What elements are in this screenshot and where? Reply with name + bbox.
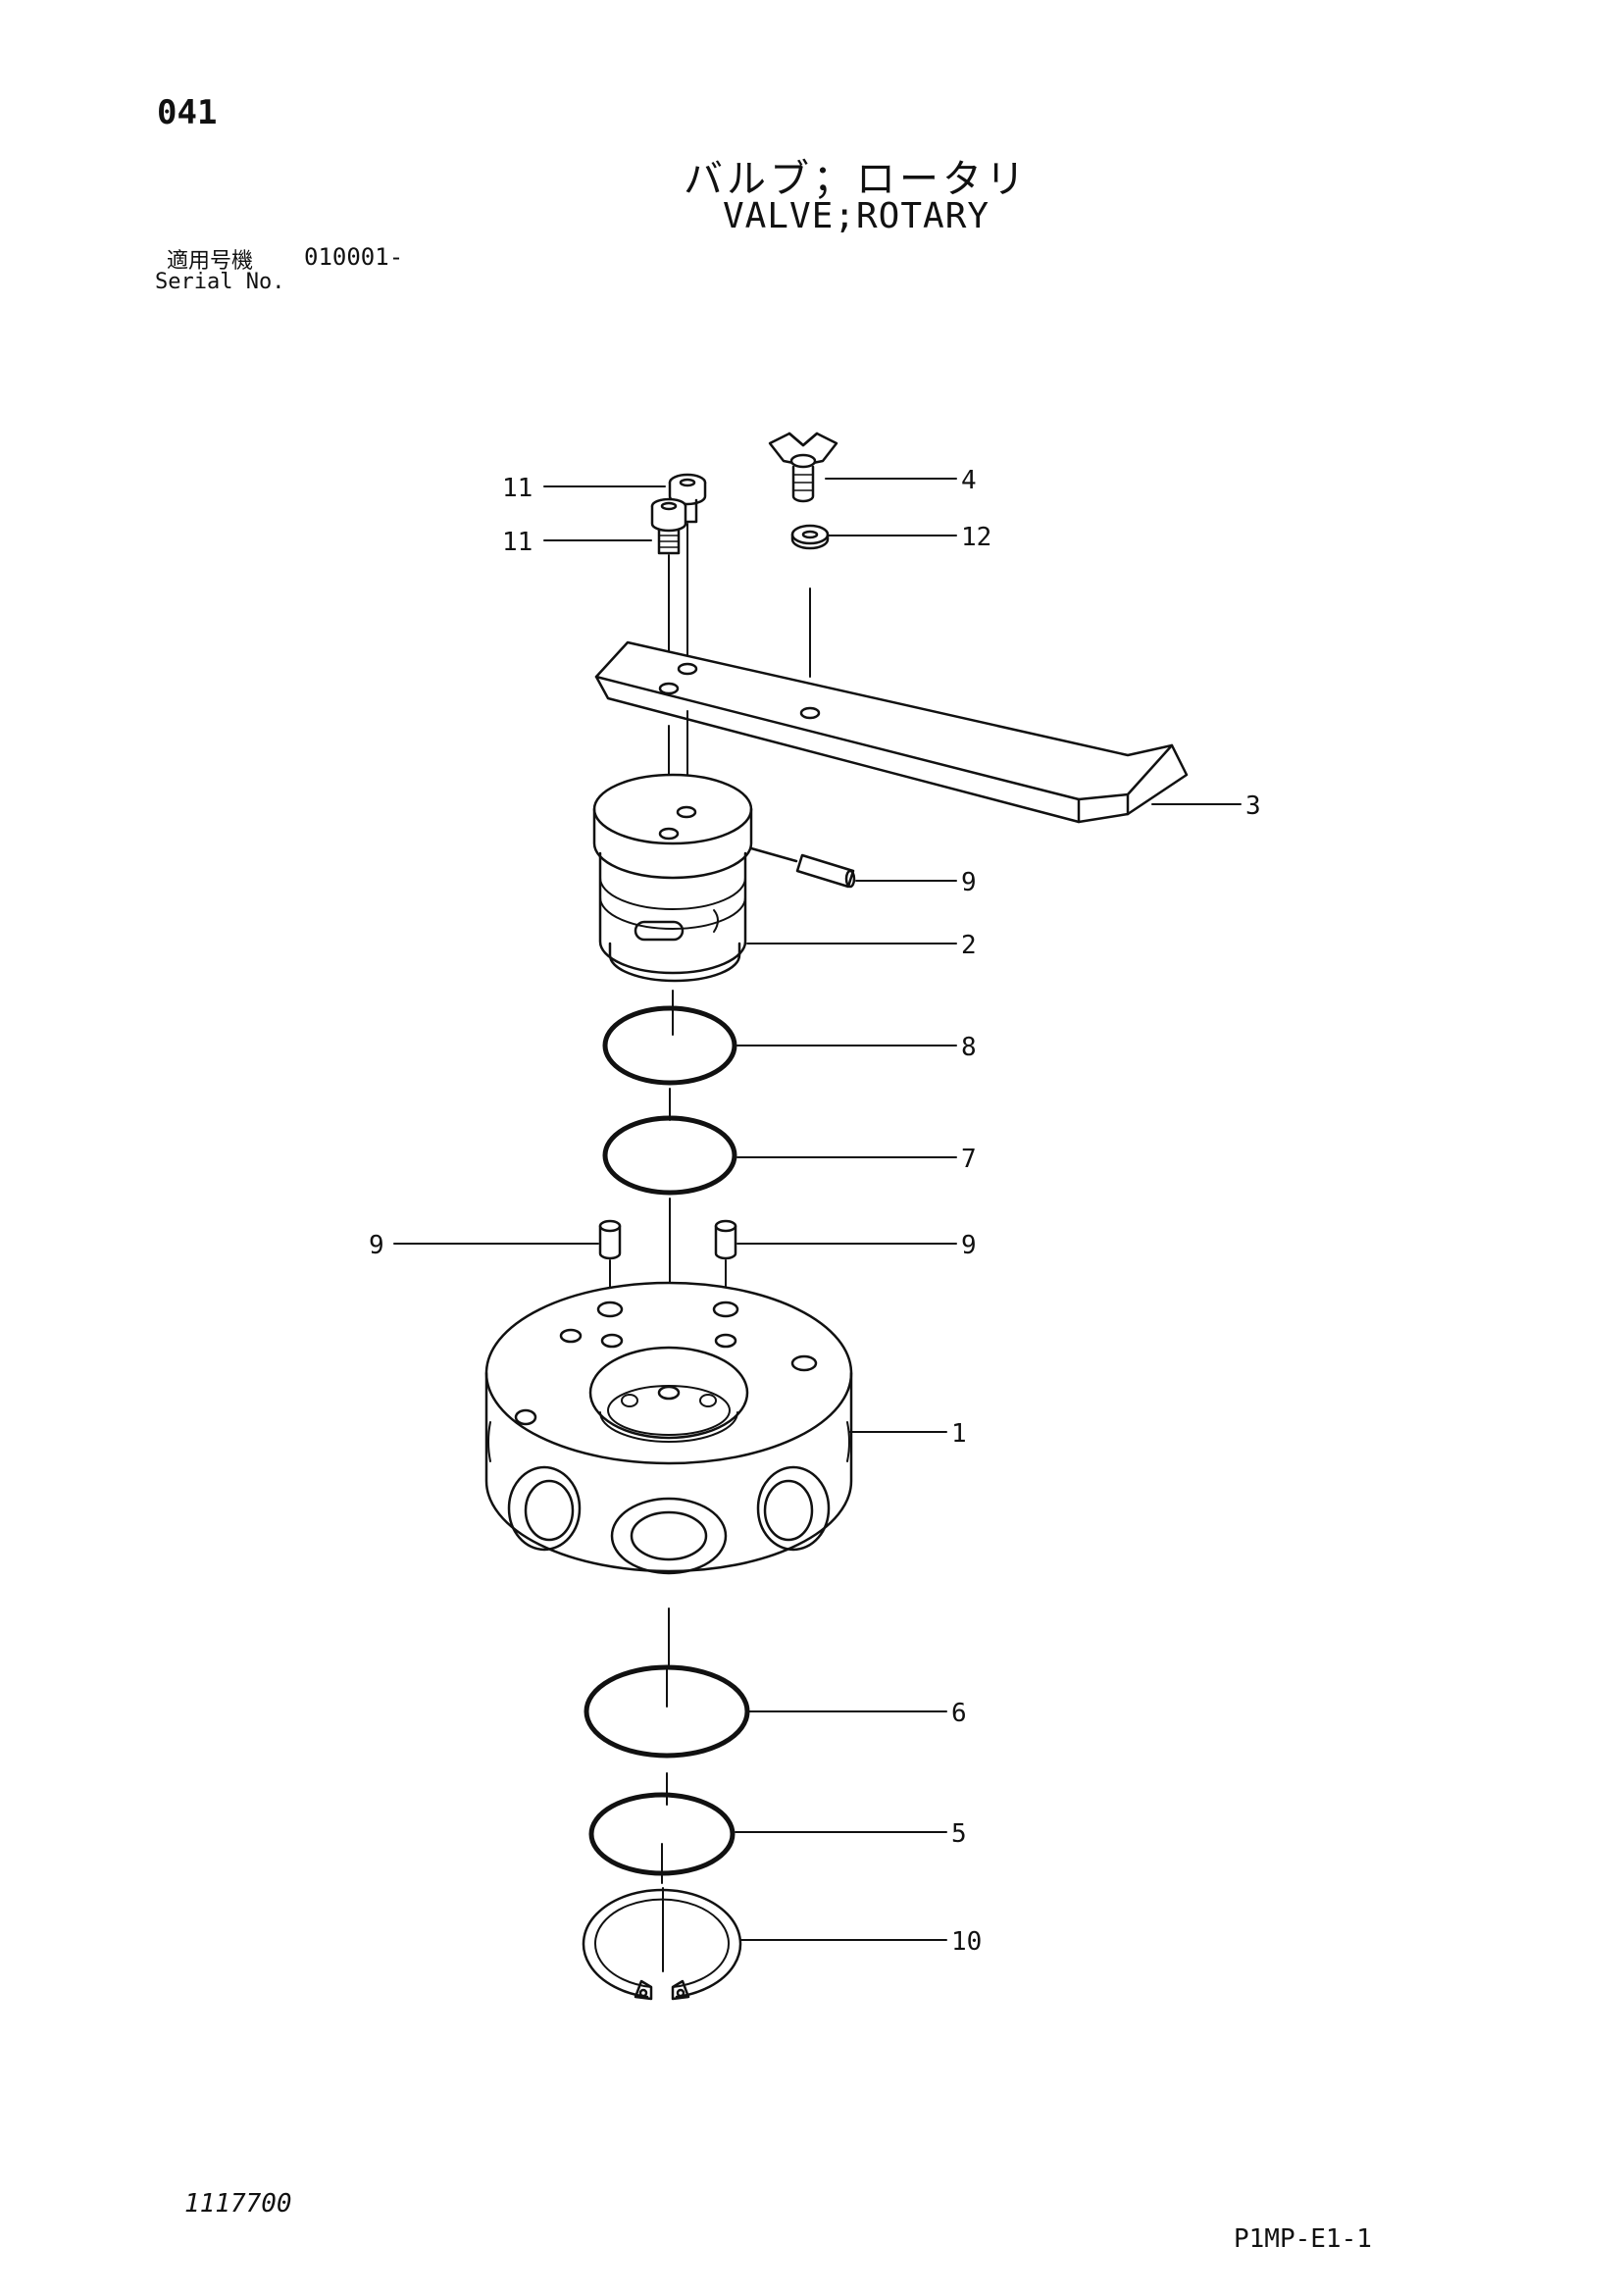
part-9-pin-side: [749, 846, 856, 889]
title-english: VALVE;ROTARY: [722, 196, 990, 236]
callout-part-11-upper: 11: [502, 474, 533, 503]
page-number: 041: [157, 93, 218, 132]
callout-part-9-right: 9: [961, 1231, 977, 1260]
serial-label-english: Serial No.: [155, 270, 285, 294]
part-2-spool: [592, 773, 753, 1036]
callout-part-2: 2: [961, 931, 977, 960]
callout-part-8: 8: [961, 1033, 977, 1062]
callout-part-4: 4: [961, 466, 977, 495]
callout-part-9-left: 9: [369, 1231, 384, 1260]
callout-part-12: 12: [961, 523, 991, 552]
part-1-valve-body: [484, 1281, 853, 1668]
leader-lines: [393, 478, 1242, 1941]
page-code: P1MP-E1-1: [1234, 2224, 1372, 2254]
serial-label-japanese: 適用号機: [167, 249, 254, 274]
document-number: 1117700: [184, 2189, 292, 2219]
callout-part-11-lower: 11: [502, 528, 533, 557]
title-japanese: バルブ；ロータリ: [684, 157, 1029, 202]
callout-part-5: 5: [951, 1819, 967, 1849]
part-5-o-ring: [588, 1792, 736, 1884]
callout-part-10: 10: [951, 1927, 982, 1957]
part-11-bolts: [650, 473, 707, 678]
part-6-o-ring: [584, 1664, 750, 1806]
callout-labels: 11 11 4 12 3 9 2 8 7 9 9 1 6 5 10: [369, 466, 1261, 1957]
part-12-washer: [790, 524, 830, 550]
serial-value: 010001-: [304, 243, 404, 271]
callout-part-9-side: 9: [961, 868, 977, 897]
callout-part-3: 3: [1245, 791, 1261, 821]
part-4-wing-bolt: [768, 432, 838, 678]
callout-part-1: 1: [951, 1419, 967, 1449]
part-10-snap-ring: [582, 1887, 742, 2001]
callout-part-7: 7: [961, 1145, 977, 1174]
part-8-o-ring: [602, 1005, 737, 1119]
callout-part-6: 6: [951, 1699, 967, 1728]
